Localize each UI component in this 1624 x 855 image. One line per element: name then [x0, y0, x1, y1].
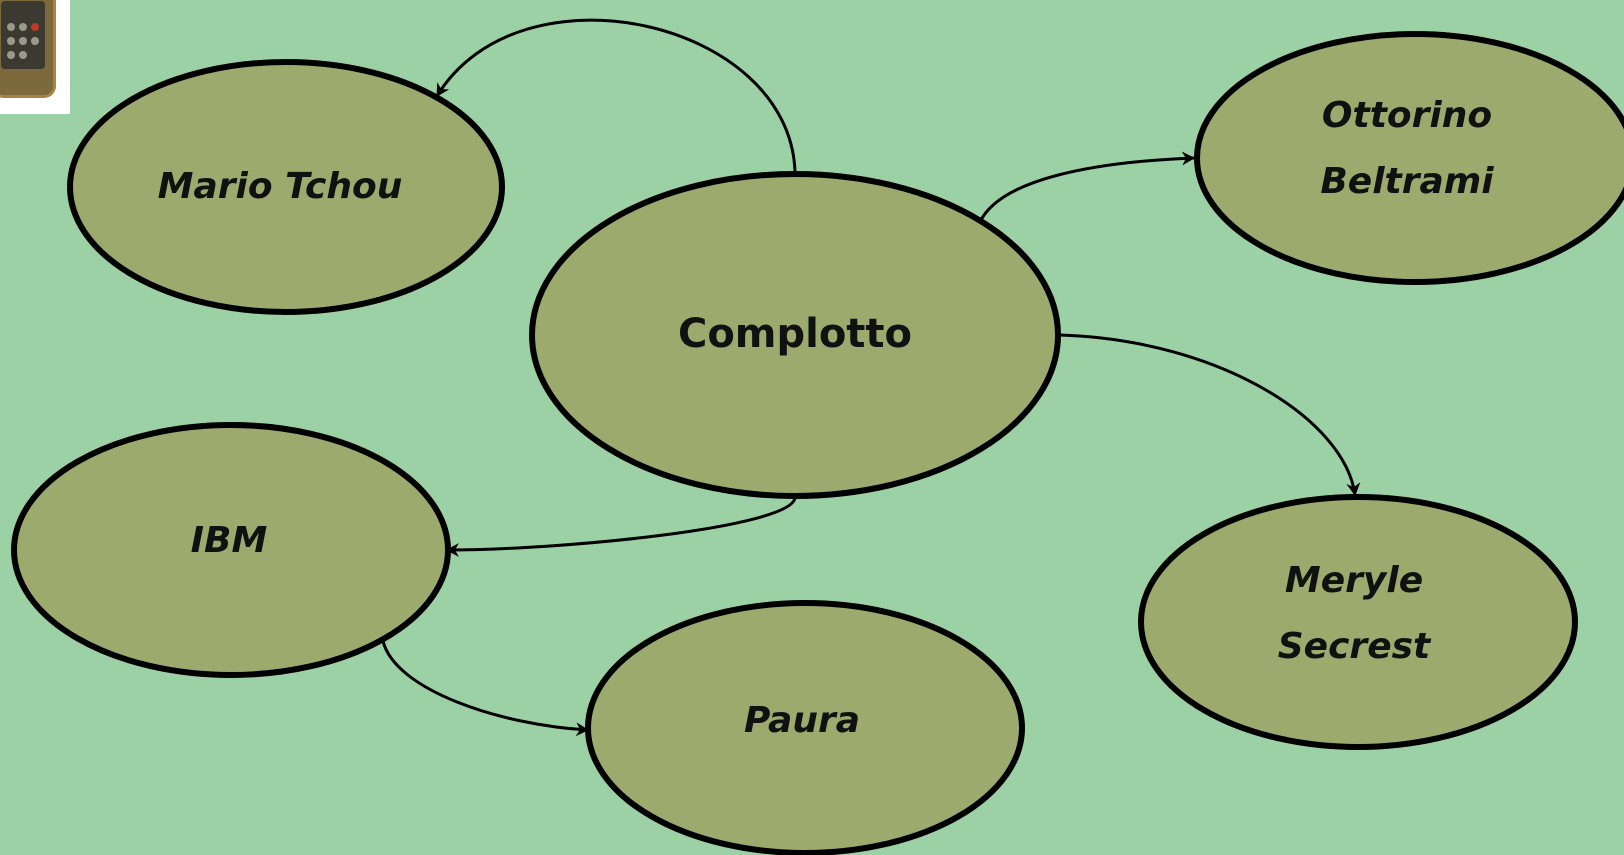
node-paura-label: Paura	[744, 700, 860, 741]
node-ibm-label: IBM	[191, 520, 268, 561]
node-meryle-secrest-label-line1: Meryle	[1285, 560, 1423, 601]
edge-complotto-to-meryle-secrest	[1059, 333, 1361, 496]
node-mario-tchou[interactable]: Mario Tchou	[67, 59, 505, 315]
node-mario-tchou-shape	[67, 59, 505, 315]
edge-complotto-to-mario-tchou	[435, 18, 797, 173]
node-ottorino-beltrami[interactable]: Ottorino Beltrami	[1194, 31, 1624, 285]
device-photo-icon	[0, 0, 56, 98]
device-photo-thumbnail	[0, 0, 70, 114]
node-ibm-shape	[11, 422, 451, 678]
edge-complotto-to-ibm	[446, 497, 797, 557]
node-paura[interactable]: Paura	[585, 600, 1025, 855]
node-ottorino-beltrami-shape	[1194, 31, 1624, 285]
node-meryle-secrest-shape	[1138, 494, 1578, 750]
node-complotto-label: Complotto	[678, 311, 912, 357]
node-paura-shape	[585, 600, 1025, 855]
node-ottorino-beltrami-label-line1: Ottorino	[1322, 95, 1492, 136]
node-ibm[interactable]: IBM	[11, 422, 451, 678]
node-meryle-secrest[interactable]: Meryle Secrest	[1138, 494, 1578, 750]
node-ottorino-beltrami-label-line2: Beltrami	[1320, 161, 1494, 202]
node-complotto[interactable]: Complotto	[529, 171, 1061, 499]
edge-ibm-to-paura	[381, 640, 589, 737]
edge-complotto-to-ottorino-beltrami	[978, 151, 1195, 223]
node-meryle-secrest-label-line2: Secrest	[1278, 626, 1432, 667]
node-mario-tchou-label: Mario Tchou	[158, 166, 403, 207]
node-complotto-shape	[529, 171, 1061, 499]
